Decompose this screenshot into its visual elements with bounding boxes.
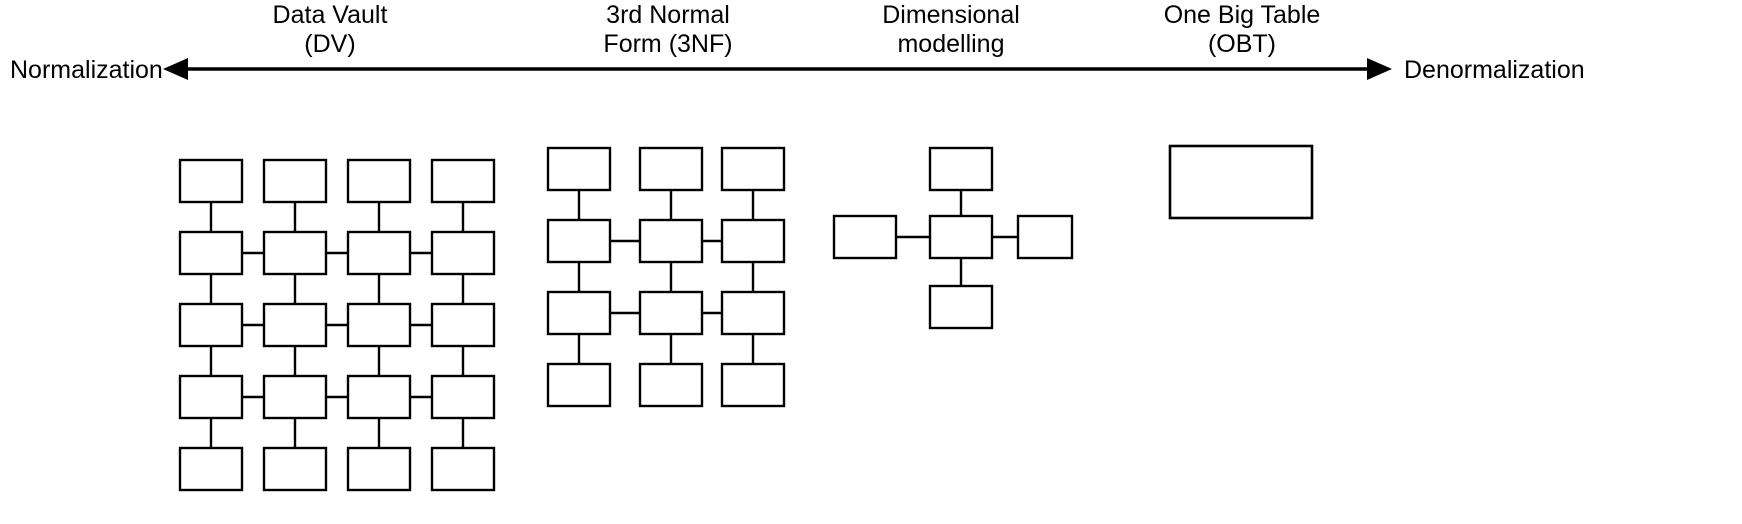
stage-label-obt-line1: One Big Table: [1164, 1, 1321, 29]
axis-label-denormalization: Denormalization: [1404, 56, 1585, 84]
axis-label-normalization: Normalization: [10, 56, 163, 84]
dv-node-box: [430, 158, 496, 204]
stage-label-data-vault-line2: (DV): [304, 30, 355, 58]
dv-horizontal-links: [242, 251, 432, 399]
star-dimension-box-south: [928, 284, 994, 330]
stage-label-3nf-line1: 3rd Normal: [606, 1, 730, 29]
nf-node-box: [546, 146, 612, 192]
dv-node-box: [346, 446, 412, 492]
dv-node-box: [178, 446, 244, 492]
nf-node-box: [546, 218, 612, 264]
dv-node-box: [178, 158, 244, 204]
dv-node-box: [346, 230, 412, 276]
arrow-head-left-icon: [163, 58, 188, 80]
star-dimension-box-west: [832, 214, 898, 260]
schema-data-vault: [178, 158, 496, 492]
dv-node-box: [346, 374, 412, 420]
dv-vertical-links: [209, 202, 465, 448]
dv-node-box: [430, 302, 496, 348]
dv-node-box: [262, 230, 328, 276]
stage-label-dimensional-line1: Dimensional: [882, 1, 1020, 29]
dv-node-box: [262, 302, 328, 348]
dv-node-box: [262, 374, 328, 420]
nf-node-box: [720, 290, 786, 336]
star-fact-box: [928, 214, 994, 260]
dv-node-box: [430, 446, 496, 492]
stage-label-data-vault-line1: Data Vault: [273, 1, 388, 29]
stage-labels: Data Vault (DV) 3rd Normal Form (3NF) Di…: [273, 1, 1321, 58]
nf-node-box: [638, 362, 704, 408]
obt-table-box: [1168, 144, 1314, 220]
dv-node-box: [430, 230, 496, 276]
dv-node-box: [178, 374, 244, 420]
dv-node-box: [346, 302, 412, 348]
nf-horizontal-links: [610, 239, 722, 315]
dv-node-box: [262, 158, 328, 204]
dv-node-box: [262, 446, 328, 492]
nf-node-box: [638, 146, 704, 192]
schema-third-normal-form: [546, 146, 786, 408]
schema-one-big-table: [1168, 144, 1314, 220]
stage-label-obt-line2: (OBT): [1208, 30, 1276, 58]
nf-node-box: [546, 290, 612, 336]
nf-node-box: [638, 290, 704, 336]
dv-node-box: [430, 374, 496, 420]
star-dimension-box-east: [1016, 214, 1074, 260]
nf-node-box: [720, 146, 786, 192]
dv-node-box: [178, 230, 244, 276]
nf-node-box: [546, 362, 612, 408]
star-dimension-box-north: [928, 146, 994, 192]
nf-vertical-links: [577, 190, 755, 364]
dv-node-box: [346, 158, 412, 204]
schema-dimensional-modelling: [832, 146, 1074, 330]
nf-node-box: [720, 218, 786, 264]
nf-node-box: [638, 218, 704, 264]
arrow-head-right-icon: [1367, 58, 1392, 80]
stage-label-dimensional-line2: modelling: [897, 30, 1004, 58]
nf-node-box: [720, 362, 786, 408]
dv-node-box: [178, 302, 244, 348]
spectrum-axis: Normalization Denormalization: [10, 56, 1585, 84]
stage-label-3nf-line2: Form (3NF): [603, 30, 732, 58]
